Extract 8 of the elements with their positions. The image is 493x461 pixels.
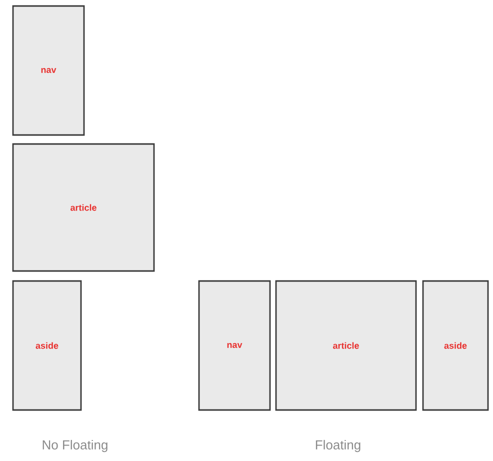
box: article xyxy=(275,280,417,411)
box: aside xyxy=(12,280,82,411)
box: aside xyxy=(422,280,489,411)
caption: No Floating xyxy=(42,440,108,452)
box: nav xyxy=(12,5,85,136)
caption: Floating xyxy=(316,440,360,452)
box: nav xyxy=(198,280,271,411)
box: article xyxy=(12,143,155,272)
